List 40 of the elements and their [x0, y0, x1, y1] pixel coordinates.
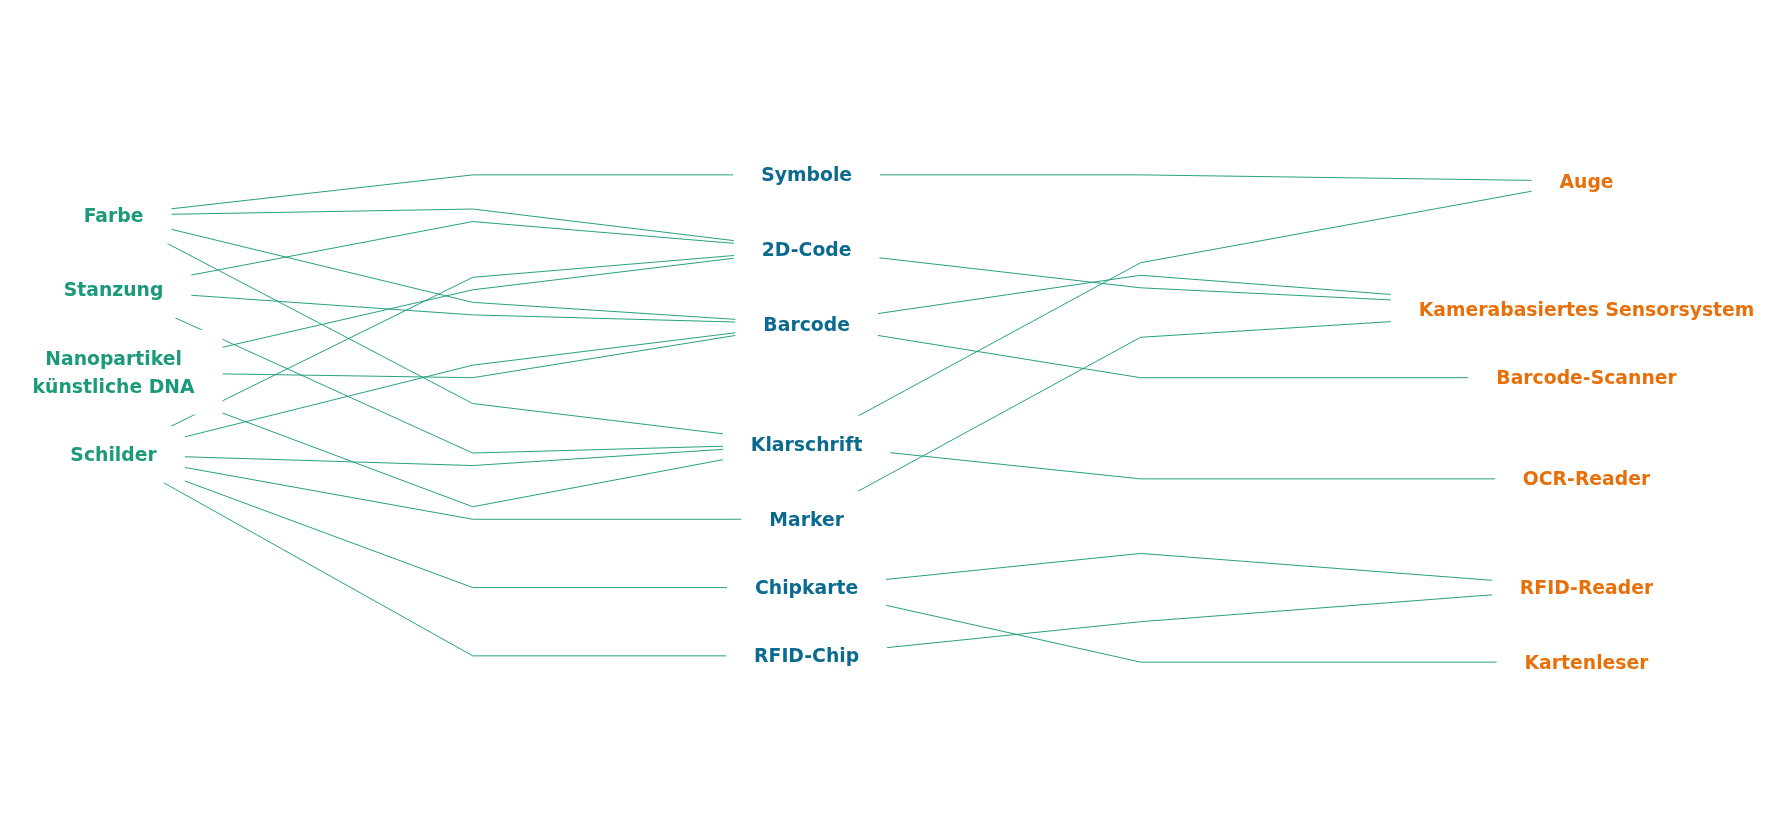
node-text: Kamerabasiertes Sensorsystem — [1418, 298, 1755, 321]
node-text: Chipkarte — [755, 576, 859, 599]
connector — [183, 448, 724, 467]
node-text: Klarschrift — [750, 432, 863, 455]
connector — [857, 321, 1392, 492]
node-text: RFID-Chip — [754, 644, 860, 667]
node-text: OCR-Reader — [1522, 467, 1651, 490]
connector — [879, 174, 1533, 181]
node-text: Auge — [1559, 170, 1614, 193]
connector — [885, 604, 1498, 663]
connector — [221, 412, 724, 508]
connector — [174, 317, 724, 454]
connector — [190, 294, 737, 323]
connector — [877, 274, 1392, 315]
connector — [878, 257, 1392, 301]
connector — [183, 332, 737, 438]
connector — [162, 482, 727, 657]
node-text: Schilder — [70, 443, 157, 466]
connector — [877, 334, 1470, 379]
connector — [170, 208, 735, 242]
connector — [170, 174, 735, 210]
connector — [889, 452, 1496, 480]
node-text: Kartenleser — [1524, 651, 1649, 674]
node-text: RFID-Reader — [1519, 576, 1654, 599]
connector — [885, 552, 1493, 581]
node-text: Stanzung — [63, 278, 164, 301]
connector — [190, 221, 735, 276]
node-text: Barcode-Scanner — [1496, 366, 1677, 389]
connector — [857, 190, 1533, 417]
connector — [221, 334, 737, 379]
connector — [183, 466, 743, 520]
connector — [183, 480, 728, 589]
connector — [886, 594, 1493, 649]
connector — [170, 228, 737, 320]
connector — [221, 257, 735, 348]
node-text: Symbole — [761, 163, 853, 186]
node-text: 2D-Code — [761, 238, 852, 261]
node-text: Farbe — [83, 204, 144, 227]
node-text: Marker — [769, 508, 844, 531]
node-text: Barcode — [763, 313, 850, 335]
